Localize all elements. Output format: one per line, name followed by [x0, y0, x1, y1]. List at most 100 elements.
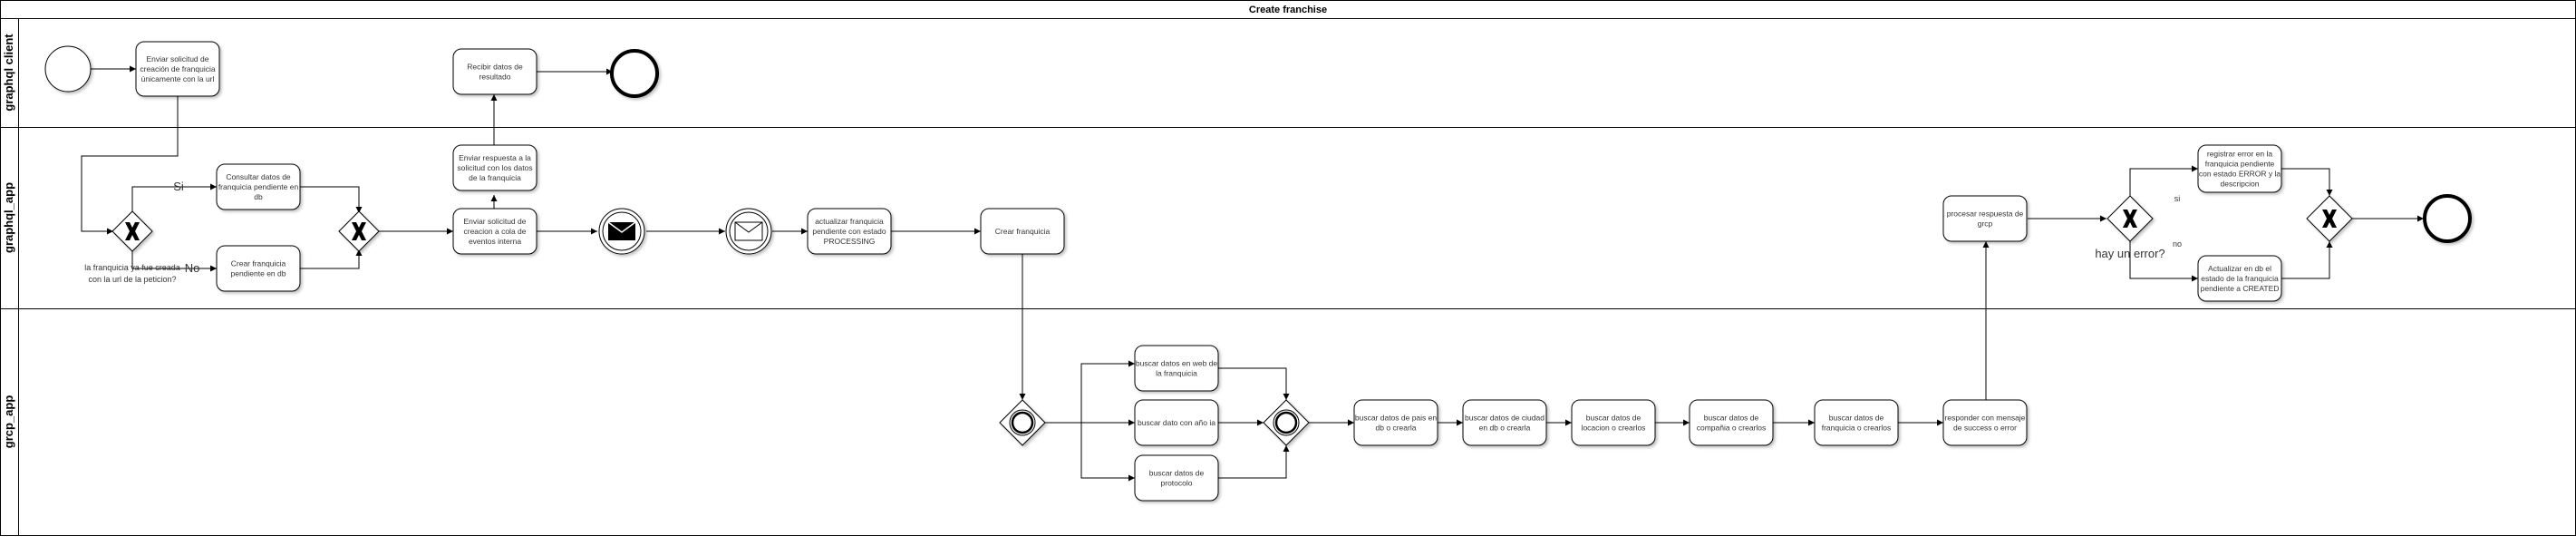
task-box[interactable]	[2197, 255, 2282, 302]
flow-label-no-error: no	[2173, 239, 2182, 249]
task-label-line: creación de franquicia	[140, 64, 215, 73]
task-box[interactable]	[452, 48, 537, 95]
task-box[interactable]	[1134, 454, 1219, 502]
exclusive-gateway-error-merge[interactable]	[2306, 195, 2353, 242]
task-box[interactable]	[1462, 399, 1547, 446]
event-based-gateway[interactable]	[999, 399, 1046, 446]
end-event-app[interactable]	[2423, 194, 2472, 243]
task-label-line: Enviar solicitud de	[147, 54, 209, 63]
task-box[interactable]	[1571, 399, 1656, 446]
task-label-line: Recibir datos de	[467, 63, 523, 72]
gateway-label-error: hay un error?	[2095, 247, 2164, 260]
task-label-line: Crear franquicia	[995, 227, 1051, 236]
message-catch-event[interactable]	[725, 208, 772, 255]
task-box[interactable]	[1942, 195, 2028, 242]
task-label-line: la franquicia	[1156, 369, 1197, 378]
task-label-line: solicitud con los datos	[457, 163, 532, 172]
task-label-line: locacion o crearlos	[1582, 424, 1646, 433]
task-label-line: pendiente a CREATED	[2201, 284, 2280, 293]
task-label-line: únicamente con la url	[141, 74, 215, 83]
task-box[interactable]	[1134, 399, 1219, 446]
task-label-line: compañia o crearlos	[1697, 424, 1767, 433]
task-label-line: responder con mensaje	[1945, 414, 2026, 423]
task-box[interactable]	[2197, 144, 2282, 193]
task-box[interactable]	[1689, 399, 1774, 446]
task-create-franchise[interactable]: Crear franquicia	[980, 208, 1065, 255]
task-box[interactable]	[452, 208, 537, 255]
task-label-line: actualizar franquicia	[815, 217, 884, 226]
task-box[interactable]	[216, 163, 301, 210]
task-box[interactable]	[216, 245, 301, 292]
task-label-line: buscar datos de	[1586, 414, 1641, 423]
task-box[interactable]	[452, 144, 537, 191]
task-label-line: descripcion	[2221, 180, 2260, 189]
task-label-line: resultado	[479, 73, 511, 82]
sequence-flows	[81, 65, 2424, 482]
task-label-line: estado de la franquicia	[2201, 274, 2279, 283]
gateway-label-exists: la franquicia ya fue creada con la url d…	[84, 263, 180, 284]
lane-label-graphql-app: graphql_app	[2, 182, 15, 253]
lane-label-grcp-app: grcp_app	[2, 395, 15, 449]
task-label-line: buscar datos de ciudad	[1465, 414, 1545, 423]
task-label-line: buscar datos de pais en	[1355, 414, 1438, 423]
task-box[interactable]	[980, 208, 1065, 255]
task-label-line: buscar datos de	[1829, 414, 1884, 423]
task-label-line: buscar dato con año ia	[1138, 418, 1215, 427]
exists-question-line-1: la franquicia ya fue creada	[84, 263, 180, 272]
task-box[interactable]	[1814, 399, 1899, 446]
task-label-line: creacion a cola de	[464, 227, 527, 236]
lane-label-graphql-client: graphql client	[2, 34, 15, 112]
task-box[interactable]	[1942, 399, 2028, 446]
message-throw-event[interactable]	[598, 208, 645, 255]
task-label-line: Crear franquicia	[231, 259, 286, 268]
task-label-line: buscar datos en web de	[1136, 359, 1218, 368]
task-label-line: en db o crearla	[1479, 424, 1531, 433]
task-label-line: Actualizar en db el	[2208, 264, 2271, 273]
task-label-line: de success o error	[1953, 424, 2017, 433]
end-event-client[interactable]	[610, 49, 659, 98]
event-based-gateway-join[interactable]	[1263, 399, 1310, 446]
task-box[interactable]	[1134, 345, 1219, 392]
task-label-line: buscar datos de	[1704, 414, 1759, 423]
task-search-year[interactable]: buscar dato con año ia	[1134, 399, 1219, 446]
task-label-line: franquicia pendiente	[2205, 160, 2275, 169]
exclusive-gateway-exists[interactable]	[111, 210, 153, 252]
task-box[interactable]	[1353, 399, 1438, 446]
task-label-line: PROCESSING	[824, 237, 876, 246]
task-label-line: franquicia o crearlos	[1822, 424, 1892, 433]
task-label-line: buscar datos de	[1149, 469, 1205, 478]
flow-label-si-upper: Si	[173, 180, 184, 193]
start-event[interactable]	[44, 45, 92, 93]
flow-label-no-lower: No	[185, 261, 200, 275]
task-label-line: grcp	[1978, 219, 1993, 229]
task-label-line: pendiente con estado	[812, 227, 886, 236]
exclusive-gateway-merge[interactable]	[338, 210, 380, 252]
task-label-line: Enviar respuesta a la	[459, 153, 531, 162]
exclusive-gateway-error[interactable]	[2106, 195, 2154, 242]
task-label-line: db	[254, 192, 263, 201]
pool-title: Create franchise	[1249, 5, 1327, 15]
task-box[interactable]	[135, 41, 220, 97]
task-box[interactable]	[807, 208, 892, 255]
